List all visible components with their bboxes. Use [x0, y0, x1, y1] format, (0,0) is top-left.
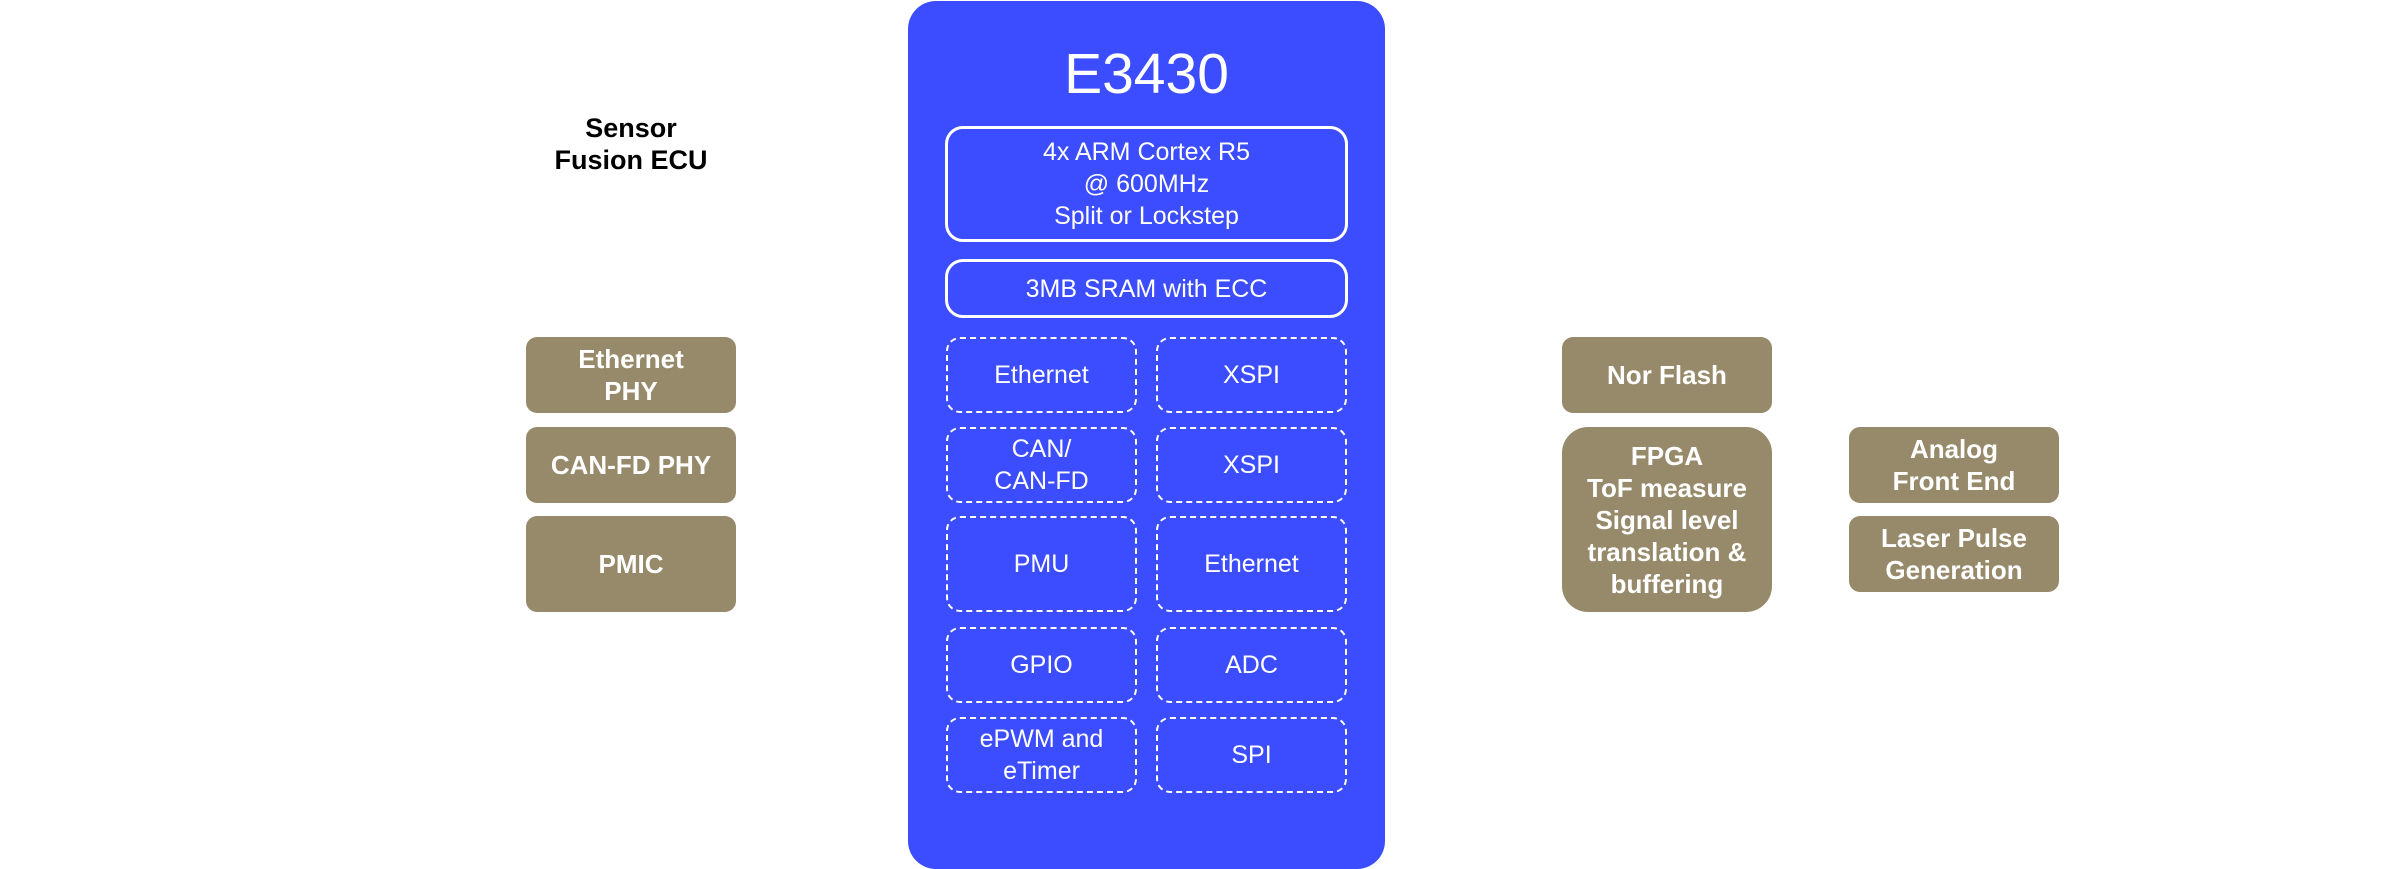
can-fd-phy-block: CAN-FD PHY: [526, 427, 736, 503]
analog-front-end-block: Analog Front End: [1849, 427, 2059, 503]
peripheral-adc: ADC: [1156, 627, 1347, 703]
soc-title: E3430: [1064, 42, 1229, 106]
peripheral-epwm: ePWM and eTimer: [946, 717, 1137, 793]
sram-block: 3MB SRAM with ECC: [945, 259, 1348, 318]
laser-pulse-block: Laser Pulse Generation: [1849, 516, 2059, 592]
nor-flash-block: Nor Flash: [1562, 337, 1772, 413]
pmic-block: PMIC: [526, 516, 736, 612]
peripheral-xspi: XSPI: [1156, 337, 1347, 413]
peripheral-xspi: XSPI: [1156, 427, 1347, 503]
peripheral-pmu: PMU: [946, 516, 1137, 612]
peripheral-can: CAN/ CAN-FD: [946, 427, 1137, 503]
system-label: Sensor Fusion ECU: [554, 113, 708, 175]
cpu-block: 4x ARM Cortex R5 @ 600MHz Split or Locks…: [945, 126, 1348, 242]
fpga-block: FPGA ToF measure Signal level translatio…: [1562, 427, 1772, 612]
soc-block: [908, 1, 1385, 869]
peripheral-ethernet: Ethernet: [1156, 516, 1347, 612]
peripheral-ethernet: Ethernet: [946, 337, 1137, 413]
peripheral-gpio: GPIO: [946, 627, 1137, 703]
ethernet-phy-block: Ethernet PHY: [526, 337, 736, 413]
peripheral-spi: SPI: [1156, 717, 1347, 793]
